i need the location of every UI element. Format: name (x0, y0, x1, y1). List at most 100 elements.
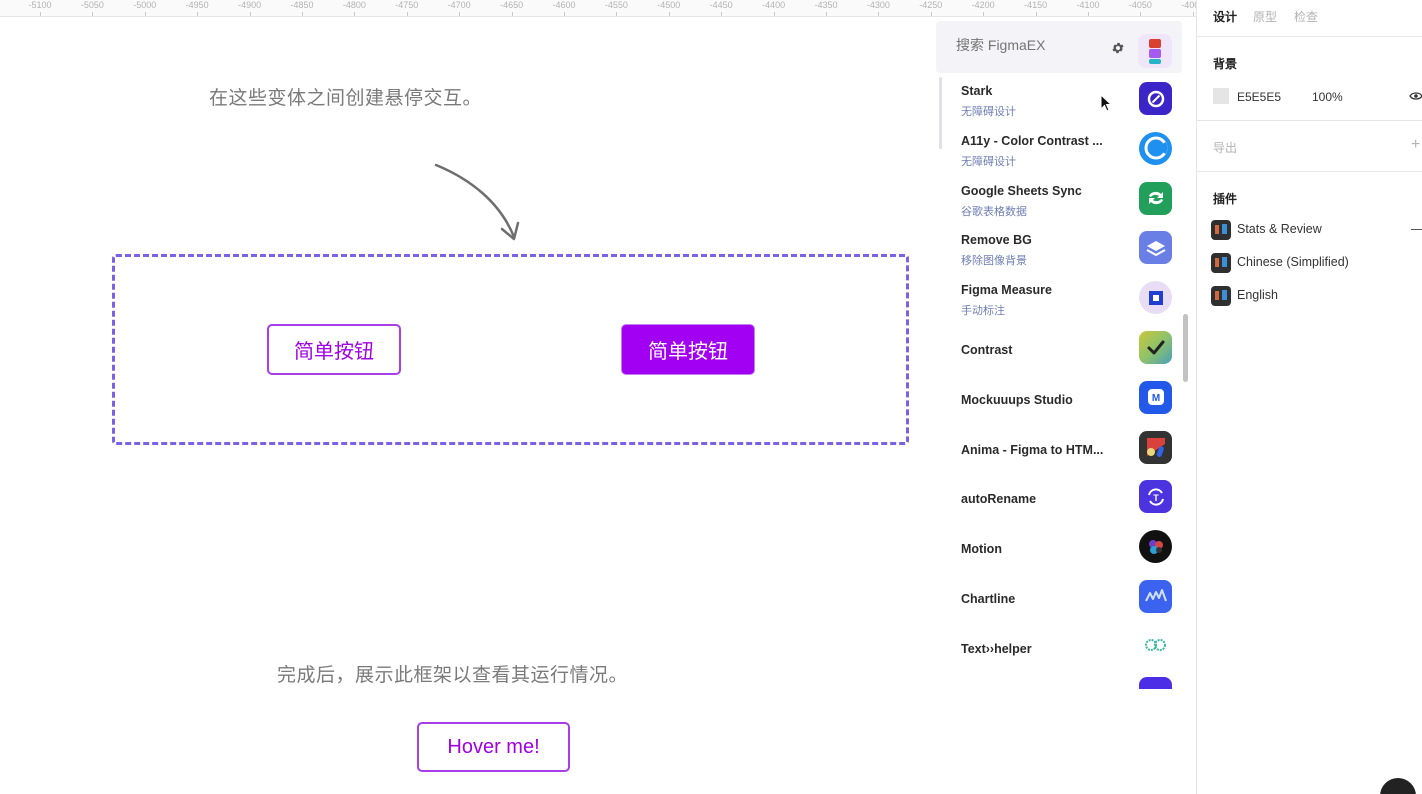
tab-design[interactable]: 设计 (1213, 10, 1238, 24)
variant-button-default[interactable]: 简单按钮 (267, 324, 401, 375)
background-color-swatch[interactable] (1213, 88, 1229, 104)
scrollbar[interactable] (1183, 314, 1188, 382)
plugin-name: autoRename (961, 492, 1037, 507)
ruler-tick: -4100 (1063, 0, 1113, 16)
a11y-contrast-icon (1139, 131, 1172, 165)
plugin-item[interactable]: Mockuuups Studio M (936, 378, 1182, 428)
ruler-tick: -4750 (382, 0, 432, 16)
ruler-tick: -4650 (487, 0, 537, 16)
plugin-name: Mockuuups Studio (961, 392, 1073, 407)
plugin-subtitle: 移除图像背景 (961, 255, 1027, 268)
plugin-thumbnail-icon (1211, 253, 1231, 273)
divider (1197, 171, 1422, 172)
partial-plugin-icon (1139, 677, 1172, 689)
plugin-label: Stats & Review (1237, 222, 1322, 236)
figmaex-logo-icon[interactable] (1138, 34, 1172, 68)
ruler-tick: -4050 (1115, 0, 1165, 16)
plugin-thumbnail-icon (1211, 286, 1231, 306)
help-button[interactable] (1380, 778, 1416, 794)
texthelper-icon (1139, 629, 1172, 663)
plugin-item[interactable]: Google Sheets Sync 谷歌表格数据 (936, 179, 1182, 229)
horizontal-ruler: -5100-5050-5000-4950-4900-4850-4800-4750… (0, 0, 1196, 17)
sheets-sync-icon (1139, 181, 1172, 215)
divider (1197, 36, 1422, 37)
recent-plugin-chinese-simplified[interactable]: Chinese (Simplified) (1211, 253, 1411, 273)
followup-text: 完成后，展示此框架以查看其运行情况。 (277, 665, 629, 686)
recent-plugin-stats-review[interactable]: Stats & Review (1211, 220, 1411, 240)
background-opacity-value[interactable]: 100% (1312, 90, 1343, 104)
variant-button-hover[interactable]: 简单按钮 (621, 324, 755, 375)
plugin-thumbnail-icon (1211, 220, 1231, 240)
plugin-item[interactable]: Remove BG 移除图像背景 (936, 228, 1182, 278)
plugin-label: Chinese (Simplified) (1237, 255, 1349, 269)
plugin-name: Contrast (961, 343, 1013, 357)
plugin-subtitle: 无障碍设计 (961, 106, 1016, 118)
variant-frame[interactable] (112, 254, 909, 445)
instruction-text: 在这些变体之间创建悬停交互。 (209, 88, 483, 109)
plugin-subtitle: 谷歌表格数据 (961, 205, 1027, 218)
ruler-tick: -4000 (1168, 0, 1196, 16)
background-section-title: 背景 (1213, 57, 1238, 71)
plugin-item[interactable]: A11y - Color Contrast ...无障碍设计 (936, 129, 1182, 179)
plugin-item[interactable]: Anima - Figma to HTM... (936, 428, 1182, 478)
tab-inspect[interactable]: 检查 (1294, 10, 1319, 24)
plugin-search-input[interactable] (956, 37, 1106, 53)
plugin-subtitle: 手动标注 (961, 305, 1005, 318)
plus-icon[interactable]: + (1411, 136, 1421, 153)
stark-icon (1139, 82, 1172, 115)
contrast-check-icon (1139, 331, 1172, 364)
properties-panel: 设计 原型 检查 背景 E5E5E5 100% 导出 + 插件 Stats & … (1196, 0, 1422, 794)
plugin-item[interactable]: Stark 无障碍设计 (936, 79, 1182, 129)
plugin-item[interactable]: Motion (936, 527, 1182, 577)
plugin-label: English (1237, 288, 1278, 302)
ruler-tick: -4950 (172, 0, 222, 16)
ruler-tick: -4400 (749, 0, 799, 16)
anima-icon (1139, 430, 1172, 464)
hover-me-button[interactable]: Hover me! (417, 722, 570, 772)
ruler-tick: -4150 (1011, 0, 1061, 16)
chartline-icon (1139, 580, 1172, 613)
ruler-tick: -4700 (434, 0, 484, 16)
plugin-item[interactable]: autoRename T (936, 477, 1182, 527)
plugin-name: Text››helper (961, 641, 1032, 656)
plugin-name: Chartline (961, 592, 1016, 606)
ruler-tick: -5100 (15, 0, 65, 16)
ruler-tick: -5000 (120, 0, 170, 16)
plugin-subtitle: 无障碍设计 (961, 155, 1016, 168)
svg-text:T: T (1153, 493, 1159, 503)
ruler-tick: -4900 (225, 0, 275, 16)
divider (1197, 120, 1422, 121)
gear-icon[interactable] (1111, 41, 1125, 55)
ruler-tick: -4850 (277, 0, 327, 16)
svg-text:M: M (1151, 393, 1159, 404)
ruler-tick: -5050 (67, 0, 117, 16)
plugin-search-bar (936, 21, 1182, 73)
mouse-cursor-icon (1100, 94, 1113, 112)
recent-plugin-english[interactable]: English (1211, 286, 1411, 306)
list-scroll-indicator (939, 77, 942, 149)
ruler-tick: -4200 (958, 0, 1008, 16)
tab-prototype[interactable]: 原型 (1253, 10, 1278, 24)
plugin-item[interactable]: Contrast (936, 328, 1182, 378)
plugin-item[interactable]: Text››helper (936, 627, 1182, 677)
ruler-tick: -4350 (801, 0, 851, 16)
plugin-name: Remove BG (961, 233, 1032, 248)
ruler-tick: -4450 (696, 0, 746, 16)
autorename-icon: T (1139, 480, 1172, 514)
eye-icon[interactable] (1409, 91, 1422, 101)
ruler-tick: -4600 (539, 0, 589, 16)
export-section-title[interactable]: 导出 (1213, 141, 1238, 155)
ruler-tick: -4500 (644, 0, 694, 16)
ruler-tick: -4250 (906, 0, 956, 16)
plugin-item[interactable]: Chartline (936, 577, 1182, 627)
ruler-tick: -4550 (591, 0, 641, 16)
plugin-name: Google Sheets Sync (961, 183, 1082, 198)
background-hex-value[interactable]: E5E5E5 (1237, 90, 1282, 104)
plugin-name: Stark (961, 84, 993, 98)
minus-icon[interactable] (1411, 229, 1422, 230)
measure-icon (1139, 281, 1172, 315)
canvas[interactable]: 在这些变体之间创建悬停交互。 简单按钮 简单按钮 完成后，展示此框架以查看其运行… (0, 17, 936, 794)
